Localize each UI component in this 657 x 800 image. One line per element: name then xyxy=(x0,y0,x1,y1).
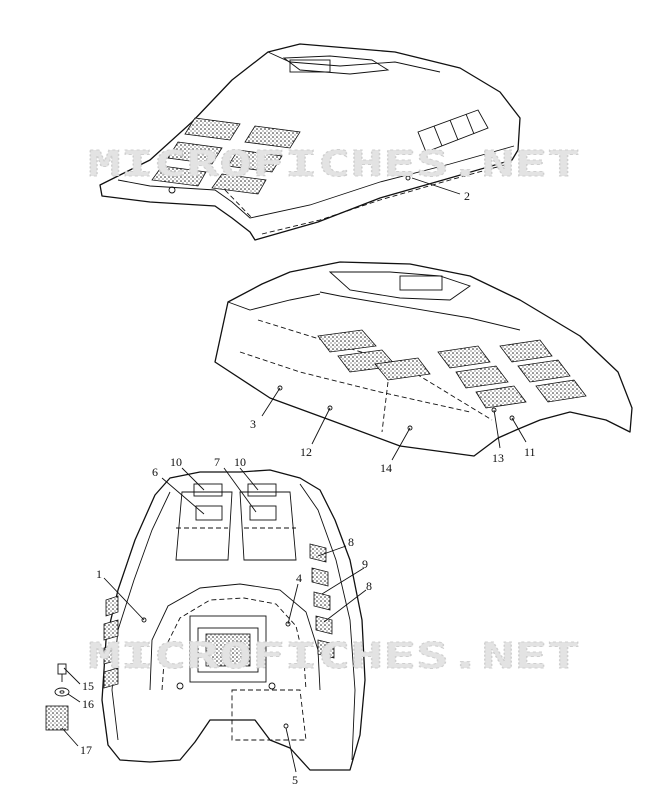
callout-14: 14 xyxy=(380,461,392,475)
grille-part xyxy=(45,705,69,731)
callout-7: 7 xyxy=(214,455,220,469)
callout-8-lower: 8 xyxy=(366,579,372,593)
watermark-top: MICROFICHES.NET xyxy=(88,144,580,185)
callout-8-upper: 8 xyxy=(348,535,354,549)
callout-6: 6 xyxy=(152,465,158,479)
callout-13: 13 xyxy=(492,451,504,465)
leader-lines xyxy=(61,177,527,773)
watermark-bottom: MICROFICHES.NET xyxy=(88,636,580,677)
callout-4: 4 xyxy=(296,571,302,585)
callout-12: 12 xyxy=(300,445,312,459)
hood-top-view xyxy=(99,43,521,241)
hood-side-view xyxy=(214,261,633,457)
callout-1: 1 xyxy=(96,567,102,581)
washer-part xyxy=(54,687,70,697)
callout-labels: 2 3 12 14 13 11 6 10 7 10 8 9 8 1 4 15 1… xyxy=(80,189,536,787)
callout-9: 9 xyxy=(362,557,368,571)
callout-2: 2 xyxy=(464,189,470,203)
callout-5: 5 xyxy=(292,773,298,787)
callout-16: 16 xyxy=(82,697,94,711)
callout-17: 17 xyxy=(80,743,92,757)
callout-10-right: 10 xyxy=(234,455,246,469)
callout-11: 11 xyxy=(524,445,536,459)
hood-underside-view xyxy=(45,469,366,771)
callout-10-left: 10 xyxy=(170,455,182,469)
callout-15: 15 xyxy=(82,679,94,693)
callout-3: 3 xyxy=(250,417,256,431)
